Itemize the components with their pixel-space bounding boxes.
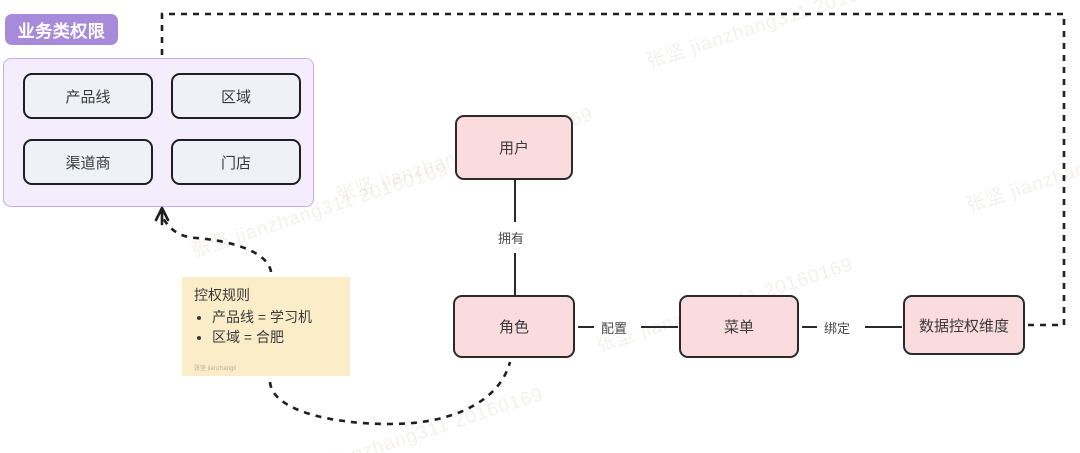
control-rule-note: 控权规则 产品线 = 学习机 区域 = 合肥 张坚 jianzhangli [182, 277, 350, 376]
edge-label-configure: 配置 [598, 318, 631, 337]
flow-node-data-dimension[interactable]: 数据控权维度 [903, 295, 1025, 355]
connector-menu-datadim-right [865, 326, 902, 328]
watermark: 张坚 jianzhang311 20160169 [643, 0, 907, 73]
business-permission-group: 产品线 区域 渠道商 门店 [3, 58, 314, 207]
connector-user-role-lower [514, 253, 516, 295]
edge-label-owns: 拥有 [495, 228, 528, 247]
dashed-arrow-head-up-icon [154, 206, 170, 226]
connector-role-menu-right [641, 326, 678, 328]
control-rule-item: 区域 = 合肥 [212, 327, 340, 347]
connector-menu-datadim-left [802, 326, 817, 328]
control-rule-list: 产品线 = 学习机 区域 = 合肥 [194, 307, 340, 347]
dimension-box-store[interactable]: 门店 [171, 139, 301, 185]
edge-label-bind: 绑定 [821, 318, 854, 337]
flow-node-user[interactable]: 用户 [455, 115, 573, 180]
watermark: 张坚 jianzhang311 20160169 [283, 383, 547, 453]
business-permission-badge: 业务类权限 [5, 14, 118, 45]
flow-node-role[interactable]: 角色 [453, 295, 575, 358]
connector-user-role [514, 180, 516, 222]
dashed-arrow-note-to-group [161, 217, 273, 273]
control-rule-note-signature: 张坚 jianzhangli [194, 366, 237, 372]
flow-node-menu[interactable]: 菜单 [679, 295, 799, 358]
connector-role-menu-left [578, 326, 594, 328]
dimension-box-region[interactable]: 区域 [171, 73, 301, 119]
control-rule-item: 产品线 = 学习机 [212, 307, 340, 327]
dimension-box-product-line[interactable]: 产品线 [23, 73, 153, 119]
control-rule-note-title: 控权规则 [194, 287, 250, 303]
watermark: 张坚 jianzhang311 20160169 [963, 114, 1080, 217]
dimension-box-channel[interactable]: 渠道商 [23, 139, 153, 185]
